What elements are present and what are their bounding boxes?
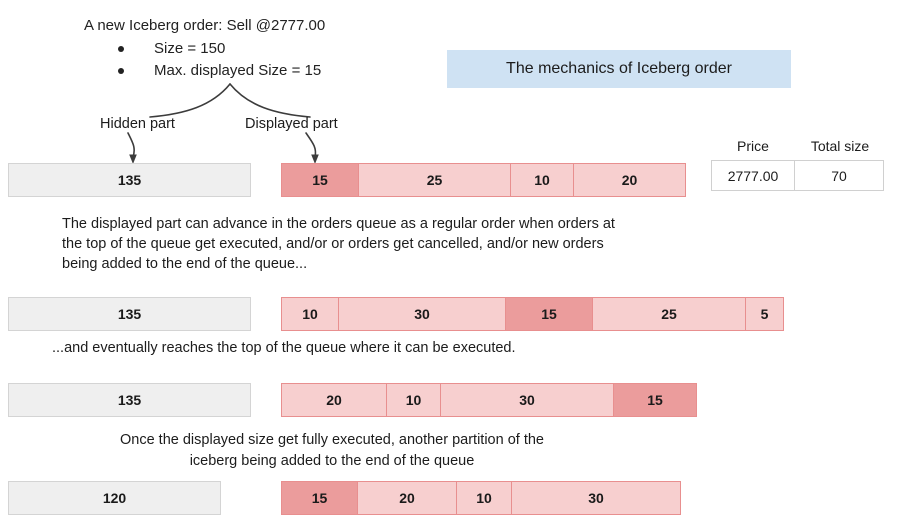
- refill-explanation-line-2: iceberg being added to the end of the qu…: [189, 453, 475, 469]
- hidden-part-label: Hidden part: [100, 116, 175, 132]
- displayed-part-cell: 15: [505, 297, 593, 331]
- order-parameter-list: Size = 150 Max. displayed Size = 15: [84, 38, 464, 82]
- price-total-size-table: Price Total size 2777.00 70: [711, 132, 885, 191]
- queue-order-cell: 25: [592, 297, 746, 331]
- hidden-part-box: 135: [8, 383, 251, 417]
- queue-order-cell: 20: [281, 383, 387, 417]
- hidden-part-box: 135: [8, 163, 251, 197]
- displayed-part-cell: 15: [613, 383, 697, 417]
- queue-order-cell: 10: [281, 297, 339, 331]
- price-table-header-row: Price Total size: [711, 132, 885, 160]
- order-parameter-size: Size = 150: [118, 38, 464, 60]
- refill-explanation: Once the displayed size get fully execut…: [32, 430, 632, 472]
- displayed-part-label: Displayed part: [245, 116, 338, 132]
- total-size-value-cell: 70: [794, 160, 884, 191]
- price-column-header: Price: [737, 138, 769, 154]
- brace-right-arm: [229, 83, 311, 118]
- queue-order-cell: 20: [573, 163, 686, 197]
- displayed-part-cell: 15: [281, 163, 359, 197]
- queue-order-cell: 20: [357, 481, 457, 515]
- queue-order-cell: 10: [456, 481, 512, 515]
- refill-explanation-line-1: Once the displayed size get fully execut…: [120, 432, 544, 448]
- queue-order-cell: 10: [510, 163, 574, 197]
- queue-order-cell: 10: [386, 383, 441, 417]
- queue-order-cell: 5: [745, 297, 784, 331]
- total-size-column-header: Total size: [810, 138, 870, 154]
- queue-order-cell: 30: [440, 383, 614, 417]
- hidden-part-box: 120: [8, 481, 221, 515]
- queue-order-cell: 30: [338, 297, 506, 331]
- price-table-value-row: 2777.00 70: [711, 160, 885, 191]
- order-parameter-max-displayed-size: Max. displayed Size = 15: [118, 60, 464, 82]
- queue-order-cell: 30: [511, 481, 681, 515]
- displayed-part-cell: 15: [281, 481, 358, 515]
- hidden-part-arrow-line: [127, 132, 135, 158]
- diagram-title-banner: The mechanics of Iceberg order: [447, 50, 791, 88]
- iceberg-order-description: A new Iceberg order: Sell @2777.00 Size …: [84, 16, 464, 82]
- order-summary-title: A new Iceberg order: Sell @2777.00: [84, 17, 326, 34]
- displayed-part-arrow-line: [305, 132, 317, 158]
- queue-top-explanation: ...and eventually reaches the top of the…: [52, 340, 516, 356]
- brace-left-arm: [149, 83, 231, 118]
- diagram-title-text: The mechanics of Iceberg order: [506, 60, 732, 77]
- queue-order-cell: 25: [358, 163, 511, 197]
- queue-advance-explanation: The displayed part can advance in the or…: [62, 216, 615, 272]
- hidden-part-box: 135: [8, 297, 251, 331]
